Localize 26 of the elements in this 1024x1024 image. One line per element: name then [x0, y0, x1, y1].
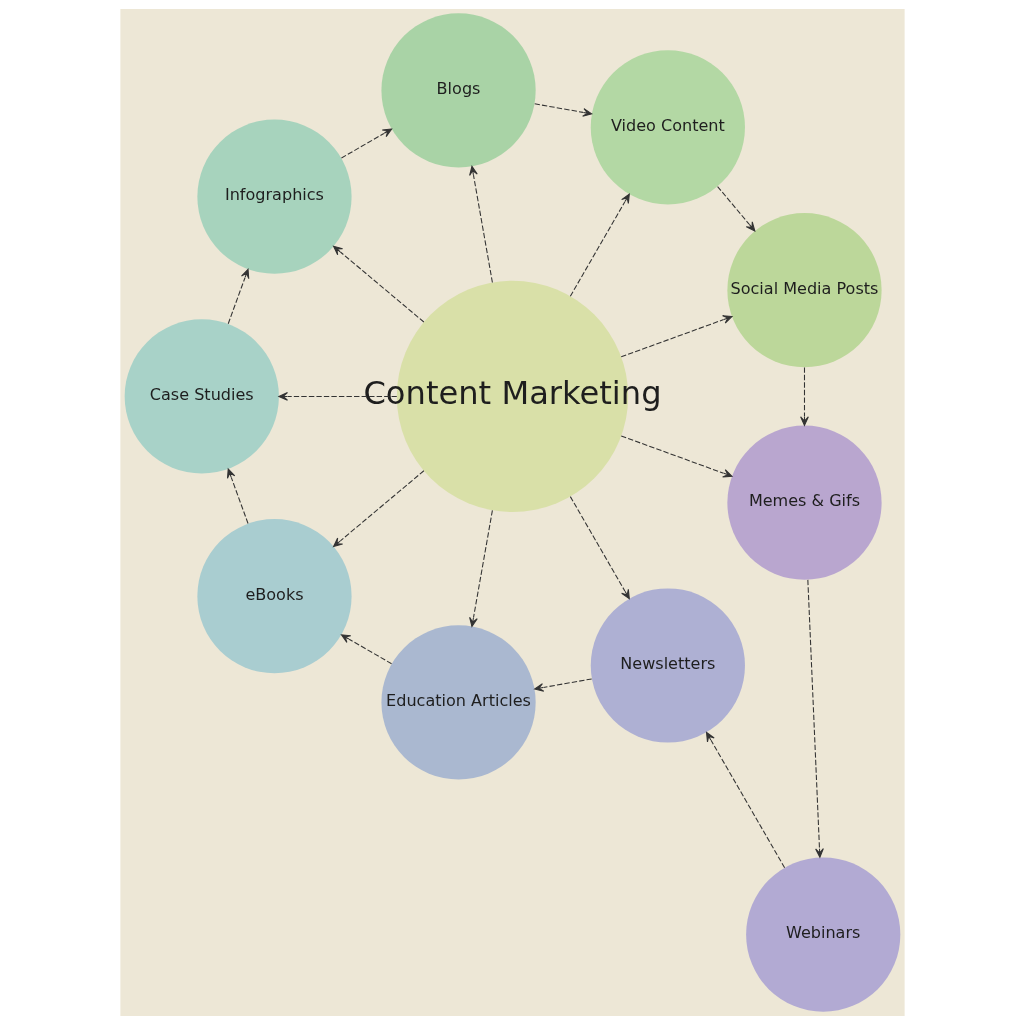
- node-circle: Infographics: [196, 119, 352, 274]
- arrow: [226, 468, 249, 524]
- arrow: [533, 677, 592, 692]
- arrow: [620, 434, 733, 478]
- node-circle: Memes & Gifs: [726, 425, 882, 580]
- arrow: [468, 165, 493, 283]
- arrow: [569, 495, 630, 599]
- arrow: [705, 731, 785, 868]
- arrow: [277, 391, 397, 401]
- arrow: [332, 245, 424, 323]
- arrow: [806, 578, 824, 858]
- arrow: [716, 185, 755, 231]
- arrow: [332, 469, 424, 547]
- arrow: [340, 633, 392, 664]
- node-label: Content Marketing: [362, 373, 662, 412]
- arrow: [620, 314, 733, 357]
- node-circle: Social Media Posts: [726, 212, 882, 367]
- arrow: [569, 193, 630, 297]
- arrow: [468, 509, 493, 627]
- node-circle: Webinars: [745, 857, 900, 1012]
- node-circle: Case Studies: [124, 318, 279, 474]
- arrow: [227, 268, 249, 324]
- arrow: [533, 102, 592, 117]
- arrow: [340, 128, 392, 159]
- node-circle: Education Articles: [380, 624, 536, 780]
- arrow: [799, 366, 809, 426]
